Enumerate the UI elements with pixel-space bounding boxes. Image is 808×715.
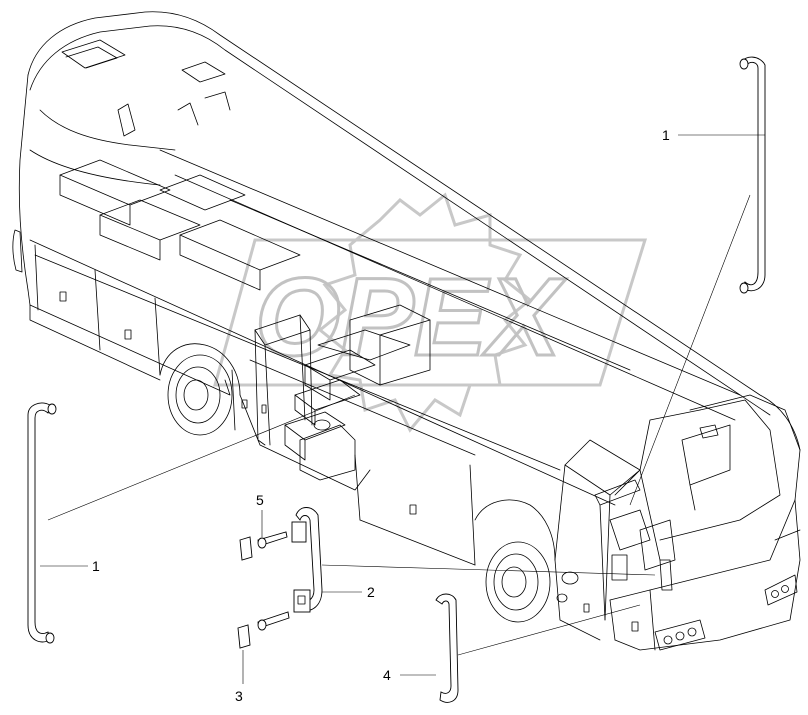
part-2-grab-handle — [291, 507, 323, 613]
part-5-screw — [239, 531, 290, 631]
callout-3: 3 — [235, 688, 243, 704]
watermark-text: OPEX — [255, 256, 566, 379]
callout-1-top: 1 — [662, 127, 670, 143]
callout-4: 4 — [383, 667, 391, 683]
leader-lines — [40, 134, 765, 684]
callouts: 1 1 2 3 4 5 — [92, 127, 670, 704]
callout-1-left: 1 — [92, 558, 100, 574]
part-1-handrail-top — [739, 56, 766, 294]
part-3-cover-cap — [237, 624, 251, 649]
watermark-frame — [213, 238, 648, 387]
headlights — [654, 574, 798, 651]
watermark: OPEX — [213, 192, 648, 433]
part-4-handrail-small — [435, 593, 459, 703]
callout-2: 2 — [367, 584, 375, 600]
bus-body — [12, 11, 801, 651]
part-1-handrail-left — [27, 402, 57, 644]
callout-5: 5 — [256, 492, 264, 508]
